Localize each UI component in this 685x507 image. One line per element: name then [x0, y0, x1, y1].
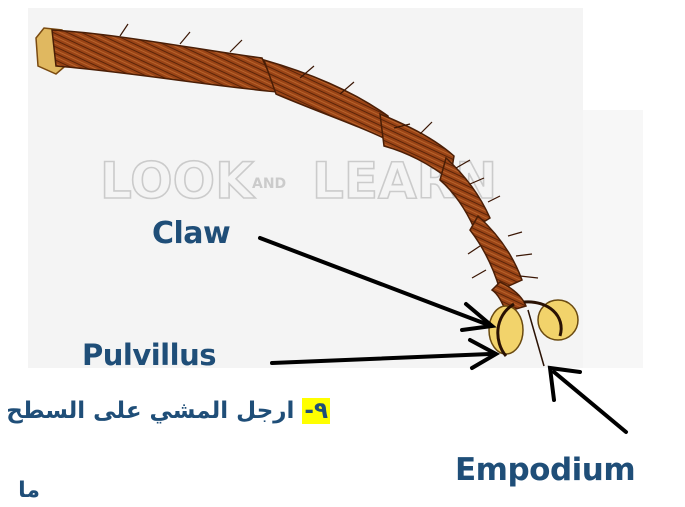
arabic-caption-second-line: ما: [0, 478, 40, 507]
caption-text: ارجل المشي على السطح: [6, 398, 294, 424]
image-panel-right: [583, 110, 643, 368]
arabic-caption: ٩- ارجل المشي على السطح: [0, 398, 330, 436]
watermark-left: LOOK: [100, 152, 256, 210]
claw-label: Claw: [152, 216, 230, 251]
caption-number: ٩-: [302, 398, 330, 424]
empodium-label: Empodium: [455, 452, 635, 488]
watermark-middle: AND: [252, 176, 286, 192]
pulvillus-pad-left: [489, 306, 523, 354]
empodium-arrow: [550, 368, 626, 432]
pulvillus-label: Pulvillus: [82, 338, 216, 372]
